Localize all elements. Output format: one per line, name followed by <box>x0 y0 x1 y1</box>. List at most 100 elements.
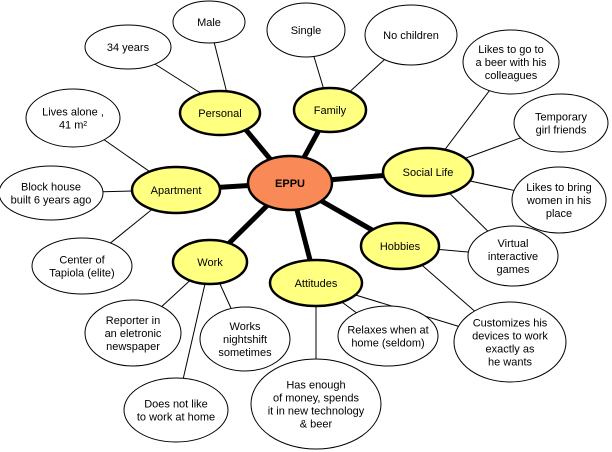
leaf-node-children-shape <box>364 4 458 66</box>
leaf-node-marital: Single <box>266 2 346 58</box>
category-node-attitudes-shape <box>268 258 364 308</box>
leaf-node-block-house-shape <box>0 165 104 221</box>
leaf-node-marital-shape <box>266 2 346 58</box>
category-node-attitudes-label: Attitudes <box>295 278 338 290</box>
leaf-node-reporter-label: newspaper <box>106 341 160 353</box>
center-node-eppu-shape <box>246 154 334 212</box>
leaf-node-children: No children <box>364 4 458 66</box>
leaf-node-bring-women-shape <box>511 166 607 234</box>
leaf-node-girlfriends-label: Temporary <box>535 112 587 124</box>
leaf-node-girlfriends-label: girl friends <box>536 125 587 137</box>
leaf-node-children-label: No children <box>383 30 439 42</box>
leaf-node-customizes-label: exactly as <box>486 344 535 356</box>
leaf-node-customizes-label: Customizes his <box>473 318 548 330</box>
category-node-social-life: Social Life <box>381 146 475 198</box>
leaf-node-tapiola-shape <box>31 237 133 295</box>
category-node-hobbies-label: Hobbies <box>380 241 421 253</box>
category-node-apartment: Apartment <box>130 165 222 215</box>
leaf-node-reporter-label: Reporter in <box>106 315 160 327</box>
leaf-node-gender-shape <box>172 0 246 44</box>
leaf-node-gender: Male <box>172 0 246 44</box>
leaf-node-relaxes-label: Relaxes when at <box>347 325 428 337</box>
leaf-node-gender-label: Male <box>197 17 221 29</box>
leaf-node-lives-alone-label: Lives alone , <box>42 107 104 119</box>
leaf-node-reporter-label: an eletronic <box>105 328 162 340</box>
category-node-personal-shape <box>178 89 262 137</box>
leaf-node-tapiola-label: Tapiola (elite) <box>49 268 114 280</box>
category-node-family-label: Family <box>314 105 347 117</box>
category-node-work-label: Work <box>197 257 223 269</box>
leaf-node-age: 34 years <box>84 24 172 70</box>
leaf-node-beer-colleagues-label: colleagues <box>485 70 538 82</box>
leaf-node-money-label: of money, spends <box>273 393 360 405</box>
center-node-eppu-label: EPPU <box>275 178 305 190</box>
leaf-node-nightshift-shape <box>199 306 291 372</box>
leaf-node-nightshift-label: nightshift <box>223 334 267 346</box>
leaf-node-bring-women-label: women in his <box>526 195 592 207</box>
leaf-node-relaxes-shape <box>337 305 439 367</box>
category-node-social-life-label: Social Life <box>403 167 454 179</box>
category-node-apartment-shape <box>130 165 222 215</box>
leaf-node-nightshift-label: Works <box>230 321 261 333</box>
leaf-node-games-label: Virtual <box>498 238 529 250</box>
category-node-hobbies: Hobbies <box>359 221 441 271</box>
leaf-node-marital-label: Single <box>291 25 322 37</box>
leaf-node-nightshift-label: sometimes <box>218 347 272 359</box>
leaf-node-beer-colleagues-label: Likes to go to <box>478 44 543 56</box>
category-node-family-shape <box>292 86 368 134</box>
leaf-node-beer-colleagues-shape <box>462 29 560 95</box>
leaf-node-no-work-home-label: Does not like <box>144 399 208 411</box>
leaf-node-girlfriends-shape <box>513 93 609 153</box>
category-node-hobbies-shape <box>359 221 441 271</box>
category-node-attitudes: Attitudes <box>268 258 364 308</box>
category-node-personal: Personal <box>178 89 262 137</box>
category-node-family: Family <box>292 86 368 134</box>
leaf-node-block-house-label: built 6 years ago <box>11 195 92 207</box>
leaf-node-reporter-shape <box>84 299 182 367</box>
leaf-node-money-shape <box>250 358 382 450</box>
leaf-node-customizes-label: devices to work <box>472 331 548 343</box>
leaf-node-money-label: it in new technology <box>268 406 365 418</box>
leaf-node-relaxes-label: home (seldom) <box>351 338 424 350</box>
leaf-node-bring-women-label: place <box>546 208 572 220</box>
leaf-node-beer-colleagues-label: a beer with his <box>476 57 547 69</box>
leaf-node-games-shape <box>467 225 559 287</box>
leaf-node-tapiola-label: Center of <box>59 255 105 267</box>
leaf-node-money-label: & beer <box>300 419 333 431</box>
category-node-social-life-shape <box>381 146 475 198</box>
category-node-personal-label: Personal <box>198 108 241 120</box>
category-node-apartment-label: Apartment <box>151 185 202 197</box>
leaf-node-no-work-home-shape <box>123 377 229 443</box>
leaf-node-bring-women-label: Likes to bring <box>526 182 591 194</box>
leaf-node-block-house-label: Block house <box>21 182 81 194</box>
center-node-eppu: EPPU <box>246 154 334 212</box>
leaf-node-money-label: Has enough <box>286 380 345 392</box>
leaf-node-lives-alone-label: 41 m² <box>59 120 87 132</box>
leaf-node-age-shape <box>84 24 172 70</box>
leaf-node-no-work-home-label: to work at home <box>137 412 215 424</box>
leaf-node-age-label: 34 years <box>107 42 150 54</box>
category-node-work: Work <box>171 238 249 286</box>
leaf-node-lives-alone: Lives alone ,41 m² <box>25 88 121 148</box>
leaf-node-lives-alone-shape <box>25 88 121 148</box>
leaf-node-customizes-shape <box>453 301 567 383</box>
leaf-node-games-label: interactive <box>488 251 538 263</box>
leaf-node-customizes-label: he wants <box>488 357 533 369</box>
category-node-work-shape <box>171 238 249 286</box>
leaf-node-games-label: games <box>496 264 530 276</box>
